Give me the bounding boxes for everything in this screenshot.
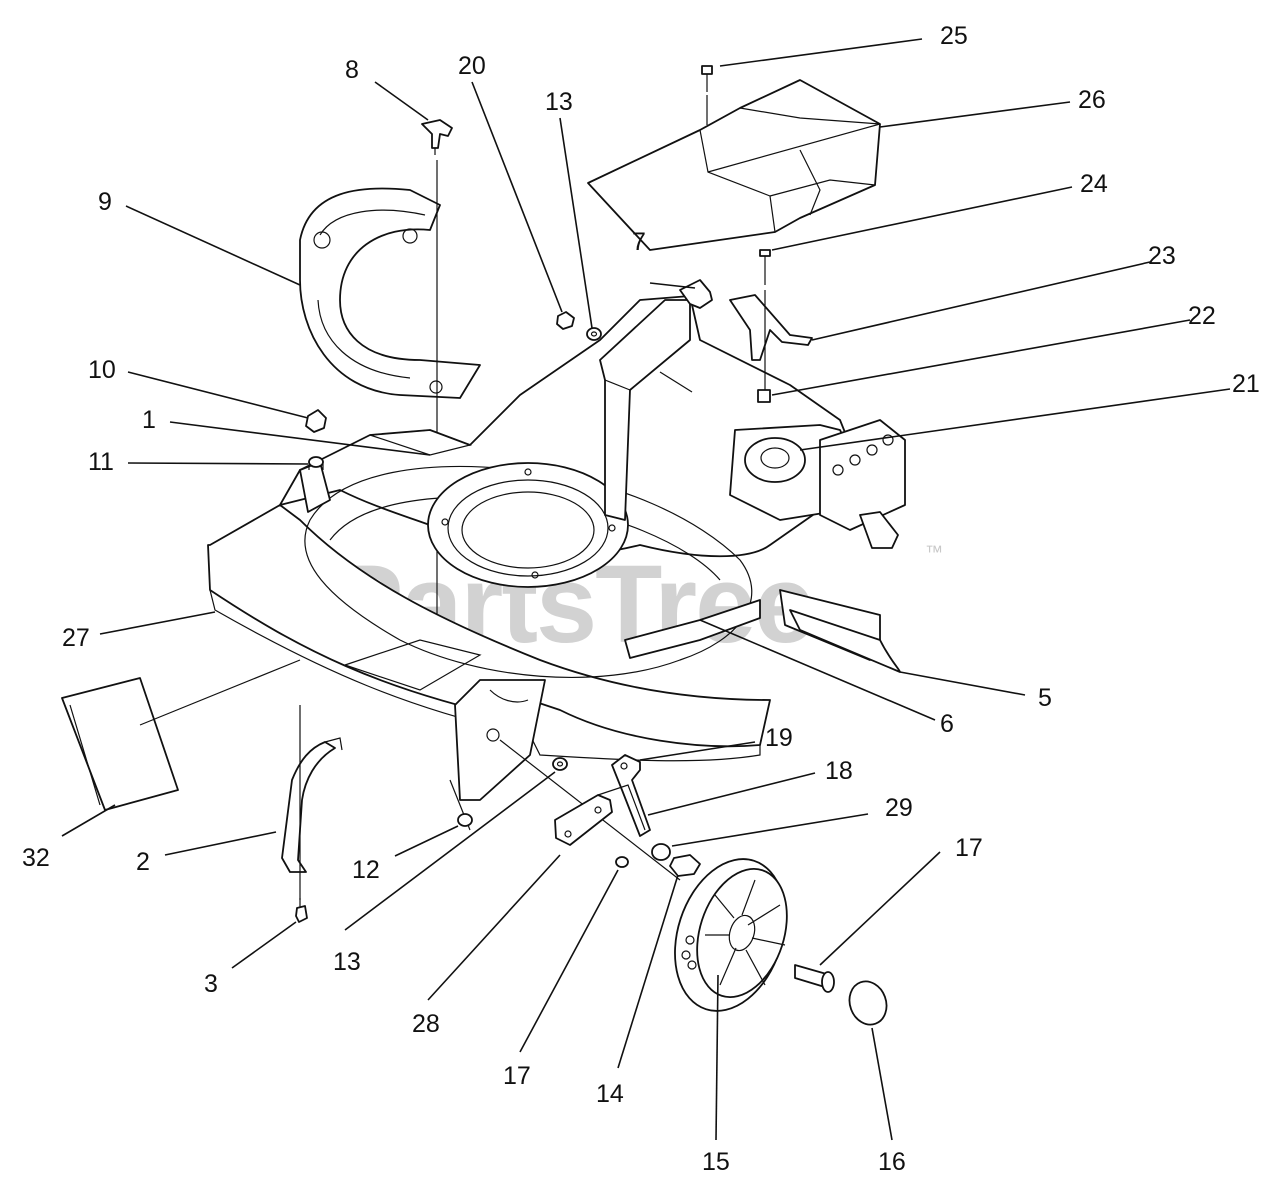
- part-13-washer-bottom: [552, 757, 568, 771]
- part-8-wing-bolt: [421, 119, 453, 155]
- part-labels: 25 8 20 13 26 24 9 7 23 22 10 21 1 11 27…: [22, 22, 1260, 1176]
- label-11: 11: [88, 448, 114, 476]
- part-10-nut: [305, 409, 327, 433]
- part-23-height-lever: [729, 294, 813, 361]
- part-12-nut: [457, 813, 473, 827]
- part-16-hub-cap: [848, 980, 888, 1026]
- part-17-washer: [615, 856, 629, 868]
- label-6: 6: [940, 710, 954, 738]
- part-18-arm: [597, 784, 646, 831]
- label-29: 29: [885, 794, 913, 822]
- label-17-bottom: 17: [503, 1062, 531, 1090]
- label-10: 10: [88, 356, 116, 384]
- label-5: 5: [1038, 684, 1052, 712]
- label-28: 28: [412, 1010, 440, 1038]
- part-5-rear-flap: [779, 589, 901, 673]
- label-18: 18: [825, 757, 853, 785]
- label-15: 15: [702, 1148, 730, 1176]
- label-25: 25: [940, 22, 968, 50]
- axis-line-32: [139, 659, 301, 726]
- leader-lines: [61, 38, 1231, 1141]
- part-27-mower-deck: [207, 295, 861, 831]
- label-23: 23: [1148, 242, 1176, 270]
- part-19-lever-plate: [611, 754, 651, 837]
- part-15-wheel: [674, 858, 788, 1012]
- label-16: 16: [878, 1148, 906, 1176]
- part-1-deck-plate: [369, 429, 473, 456]
- part-13-washer-top: [586, 327, 602, 341]
- part-22-spacer: [757, 389, 771, 403]
- label-32: 32: [22, 844, 50, 872]
- label-7: 7: [632, 228, 646, 256]
- label-19: 19: [765, 724, 793, 752]
- label-22: 22: [1188, 302, 1216, 330]
- part-11-spacer: [308, 456, 324, 470]
- label-1: 1: [142, 406, 156, 434]
- part-29-washer: [651, 843, 671, 861]
- part-3-screw: [295, 898, 308, 923]
- label-12: 12: [352, 856, 380, 884]
- part-9-discharge-chute: [299, 187, 481, 399]
- label-26: 26: [1078, 86, 1106, 114]
- label-13-top: 13: [545, 88, 573, 116]
- part-32-pad: [61, 677, 179, 811]
- part-17-axle-bolt: [794, 964, 835, 993]
- part-26-rear-cover: [587, 79, 881, 251]
- label-9: 9: [98, 188, 112, 216]
- part-2-bracket: [281, 737, 343, 873]
- part-25-screw: [701, 65, 713, 92]
- part-24-bolt: [759, 249, 771, 285]
- label-27: 27: [62, 624, 90, 652]
- label-17-top: 17: [955, 834, 983, 862]
- part-20-nut: [556, 311, 575, 330]
- label-21: 21: [1232, 370, 1260, 398]
- label-8: 8: [345, 56, 359, 84]
- watermark-trademark: ™: [925, 542, 943, 562]
- label-14: 14: [596, 1080, 624, 1108]
- label-2: 2: [136, 848, 150, 876]
- part-21-rear-axle-assembly: [744, 419, 906, 549]
- label-24: 24: [1080, 170, 1108, 198]
- part-14-bolt: [669, 854, 701, 877]
- label-13-bottom: 13: [333, 948, 361, 976]
- label-3: 3: [204, 970, 218, 998]
- label-20: 20: [458, 52, 486, 80]
